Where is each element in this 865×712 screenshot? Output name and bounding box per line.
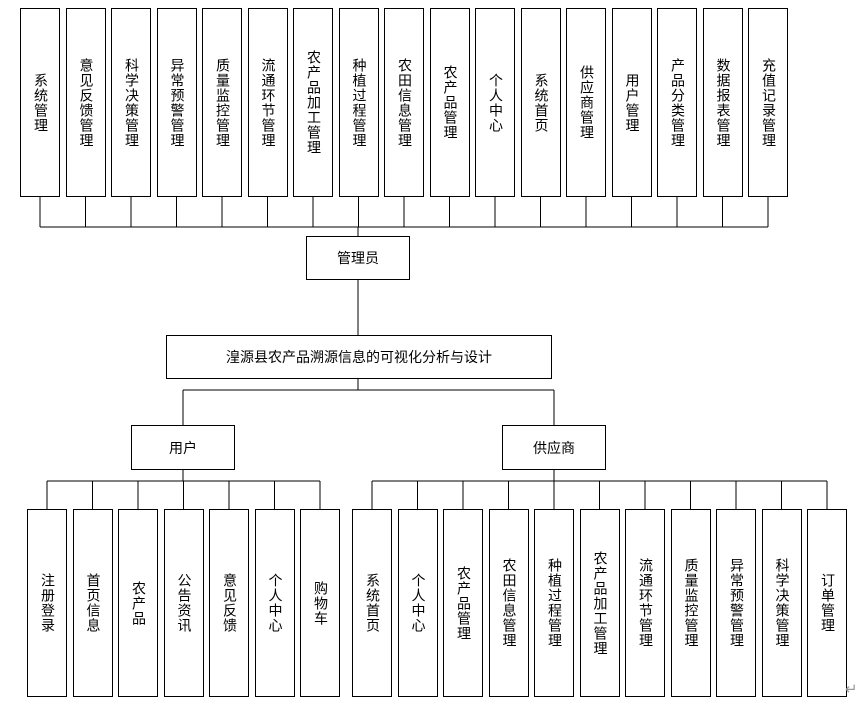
supplier-module-6: 流通环节管理 — [625, 509, 665, 697]
admin-module-13: 用户管理 — [611, 8, 652, 197]
admin-module-6: 农产品加工管理 — [293, 8, 333, 197]
admin-module-8: 农田信息管理 — [384, 8, 424, 197]
admin-module-2: 科学决策管理 — [111, 8, 151, 197]
supplier-module-8: 异常预警管理 — [716, 509, 756, 697]
admin-module-7: 种植过程管理 — [338, 8, 379, 197]
paragraph-mark: ↵ — [845, 680, 858, 698]
supplier-module-10: 订单管理 — [807, 509, 847, 697]
supplier-module-9: 科学决策管理 — [761, 509, 802, 697]
supplier-module-1: 个人中心 — [397, 509, 438, 697]
supplier-module-7: 质量监控管理 — [670, 509, 711, 697]
admin-module-4: 质量监控管理 — [202, 8, 242, 197]
admin-module-1: 意见反馈管理 — [65, 8, 106, 197]
supplier-module-0: 系统首页 — [352, 509, 392, 697]
admin-module-15: 数据报表管理 — [702, 8, 743, 197]
admin-module-12: 供应商管理 — [566, 8, 606, 197]
root-node: 湟源县农产品溯源信息的可视化分析与设计 — [166, 335, 552, 379]
user-module-0: 注册登录 — [27, 509, 67, 697]
user-module-5: 个人中心 — [254, 509, 295, 697]
user-node: 用户 — [131, 425, 235, 470]
user-module-2: 农产品 — [118, 509, 158, 697]
admin-module-0: 系统管理 — [20, 8, 60, 197]
admin-module-9: 农产品管理 — [429, 8, 470, 197]
admin-module-10: 个人中心 — [475, 8, 515, 197]
supplier-module-2: 农产品管理 — [443, 509, 483, 697]
supplier-module-4: 种植过程管理 — [534, 509, 574, 697]
admin-module-3: 异常预警管理 — [156, 8, 197, 197]
admin-module-5: 流通环节管理 — [247, 8, 288, 197]
user-module-4: 意见反馈 — [209, 509, 249, 697]
user-module-3: 公告资讯 — [163, 509, 204, 697]
admin-module-11: 系统首页 — [520, 8, 561, 197]
admin-node: 管理员 — [306, 236, 410, 280]
admin-module-14: 产品分类管理 — [657, 8, 697, 197]
supplier-module-3: 农田信息管理 — [488, 509, 529, 697]
user-module-6: 购物车 — [300, 509, 340, 697]
admin-module-16: 充值记录管理 — [748, 8, 788, 197]
supplier-module-5: 农产品加工管理 — [579, 509, 620, 697]
supplier-node: 供应商 — [502, 425, 606, 470]
user-module-1: 首页信息 — [72, 509, 113, 697]
